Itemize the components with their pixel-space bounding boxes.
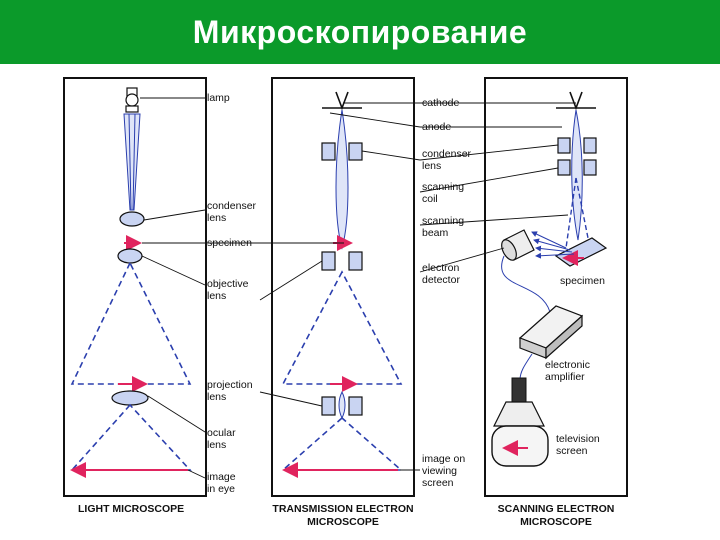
television-screen-icon: [491, 377, 549, 467]
label-image-on-screen-1: image on: [422, 453, 465, 465]
label-sem-condenser-1: condenser: [422, 148, 472, 160]
label-image-on-screen-2: viewing: [422, 465, 457, 477]
label-specimen: specimen: [207, 237, 252, 249]
tem-drawing: [280, 91, 404, 478]
label-sem-condenser-2: lens: [422, 160, 441, 172]
label-television-screen-1: television: [556, 433, 600, 445]
label-image-on-screen-3: screen: [422, 477, 454, 489]
label-scanning-coil-2: coil: [422, 193, 438, 205]
objective-lens-icon: [117, 248, 143, 264]
label-television-screen-2: screen: [556, 445, 588, 457]
label-anode: anode: [422, 121, 451, 133]
tem-condenser-lens-right: [348, 142, 363, 161]
tem-panel: [271, 77, 415, 497]
label-sem-specimen: specimen: [560, 275, 605, 287]
light-labels: lamp condenser lens specimen objective l…: [207, 92, 257, 495]
electron-detector-icon: [501, 229, 535, 261]
lamp-icon: [125, 87, 139, 113]
electronic-amplifier-icon: [518, 305, 584, 360]
label-electron-detector-1: electron: [422, 262, 460, 274]
label-scanning-beam-2: beam: [422, 227, 449, 239]
tem-condenser-lens-left: [321, 142, 336, 161]
label-electron-detector-2: detector: [422, 274, 460, 286]
label-condenser-lens-2: lens: [207, 212, 226, 224]
label-ocular-lens-1: ocular: [207, 427, 236, 439]
label-projection-lens-2: lens: [207, 391, 226, 403]
label-objective-lens-2: lens: [207, 290, 226, 302]
caption-tem-line-1: TRANSMISSION ELECTRON: [272, 503, 413, 515]
label-lamp: lamp: [207, 92, 230, 104]
label-projection-lens-1: projection: [207, 379, 253, 391]
label-objective-lens-1: objective: [207, 278, 249, 290]
tem-sem-labels: cathode anode condenser lens scanning co…: [422, 97, 472, 489]
caption-sem-line-1: SCANNING ELECTRON: [498, 503, 615, 515]
title-bar: Микроскопирование: [0, 0, 720, 64]
label-cathode: cathode: [422, 97, 460, 109]
caption-sem-line-2: MICROSCOPE: [520, 516, 592, 528]
label-scanning-coil-1: scanning: [422, 181, 464, 193]
label-image-in-eye-1: image: [207, 471, 236, 483]
label-ocular-lens-2: lens: [207, 439, 226, 451]
caption-light-microscope: LIGHT MICROSCOPE: [78, 503, 184, 515]
leader-lines: [140, 97, 576, 479]
label-condenser-lens-1: condenser: [207, 200, 257, 212]
label-electronic-amplifier-1: electronic: [545, 359, 590, 371]
label-electronic-amplifier-2: amplifier: [545, 371, 585, 383]
slide-title: Микроскопирование: [192, 13, 528, 50]
sem-specimen-icon: [554, 237, 608, 267]
sem-panel: [484, 77, 628, 497]
ocular-lens-icon: [111, 390, 149, 406]
captions: LIGHT MICROSCOPE TRANSMISSION ELECTRON M…: [78, 503, 614, 528]
caption-tem-line-2: MICROSCOPE: [307, 516, 379, 528]
label-image-in-eye-2: in eye: [207, 483, 235, 495]
condenser-lens-icon: [119, 211, 145, 227]
sem-inner-labels: specimen electronic amplifier television…: [545, 275, 605, 457]
light-microscope-drawing: [70, 87, 192, 478]
sem-drawing: [491, 91, 608, 467]
light-microscope-panel: [63, 77, 207, 497]
label-scanning-beam-1: scanning: [422, 215, 464, 227]
